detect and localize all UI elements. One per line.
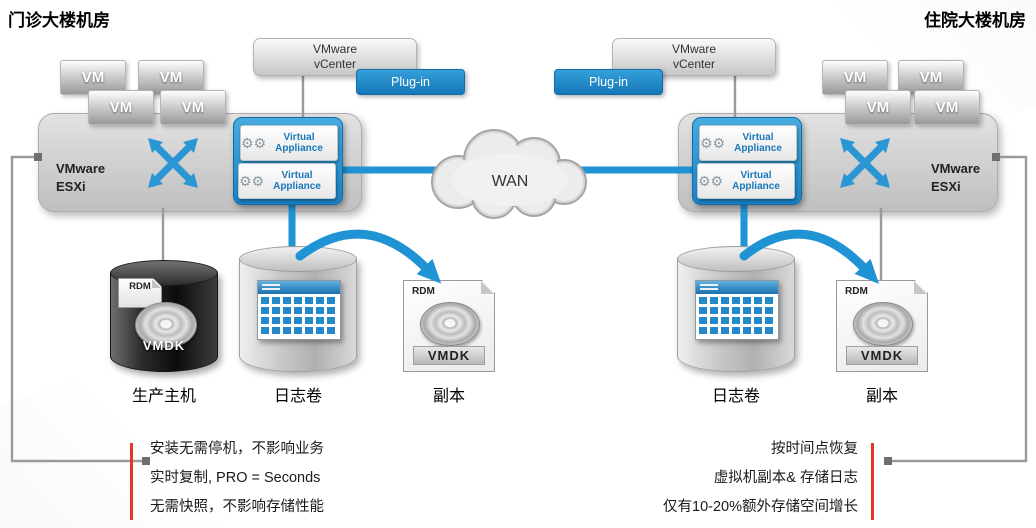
disk-platter-icon <box>420 302 480 346</box>
virtual-appliance-stack-right: ⚙⚙ Virtual Appliance ⚙⚙ Virtual Applianc… <box>692 117 802 205</box>
virtual-appliance-card: ⚙⚙ Virtual Appliance <box>699 125 797 161</box>
replica-left: RDM VMDK <box>403 280 495 372</box>
vm-label: VM <box>843 69 867 86</box>
wan-label: WAN <box>492 173 529 190</box>
note-line: 安装无需停机，不影响业务 <box>150 441 324 457</box>
note-line: 虚拟机副本& 存储日志 <box>713 470 858 486</box>
wan-cloud: WAN <box>416 120 600 220</box>
replica-right: RDM VMDK <box>836 280 928 372</box>
gears-icon: ⚙⚙ <box>241 135 267 151</box>
storage-label-production: 生产主机 <box>131 388 196 405</box>
rdm-label: RDM <box>129 281 151 292</box>
production-host-cylinder: RDM VMDK <box>110 260 218 372</box>
plugin-badge-right: Plug-in <box>554 69 663 95</box>
notes-divider-right <box>871 443 874 520</box>
page-fold-icon <box>152 279 161 288</box>
vm-label: VM <box>109 99 133 116</box>
vcenter-line1: VMware <box>312 42 357 56</box>
note-line: 按时间点恢复 <box>771 441 858 457</box>
log-volume-cylinder-right <box>677 246 795 372</box>
notes-divider-left <box>130 443 133 520</box>
rdm-label: RDM <box>845 286 868 297</box>
site-title-right: 住院大楼机房 <box>924 11 1026 30</box>
virtual-appliance-card: ⚙⚙ Virtual Appliance <box>240 125 338 161</box>
gears-icon: ⚙⚙ <box>700 135 726 151</box>
log-blocks-grid <box>261 297 337 336</box>
vmdk-band: VMDK <box>413 346 485 365</box>
vmdk-label: VMDK <box>427 348 471 363</box>
vm-label: VM <box>919 69 943 86</box>
plugin-badge-left: Plug-in <box>356 69 465 95</box>
page-fold-icon <box>481 281 494 294</box>
site-title-left: 门诊大楼机房 <box>8 11 110 30</box>
window-titlebar <box>258 281 340 294</box>
vm-box: VM <box>845 90 911 125</box>
virtual-appliance-label: Virtual Appliance <box>732 169 780 193</box>
log-volume-cylinder-left <box>239 246 357 372</box>
plugin-label: Plug-in <box>391 75 430 89</box>
vcenter-line2: vCenter <box>313 57 357 71</box>
cylinder-top <box>677 246 795 272</box>
cylinder-top <box>239 246 357 272</box>
replica-page-icon: RDM VMDK <box>403 280 495 372</box>
esxi-label-left: VMware ESXi <box>56 161 106 194</box>
log-blocks-grid <box>699 297 775 336</box>
storage-label-log-right: 日志卷 <box>711 388 760 405</box>
vm-label: VM <box>935 99 959 116</box>
vm-label: VM <box>181 99 205 116</box>
virtual-appliance-label: Virtual Appliance <box>273 169 321 193</box>
replica-page-icon: RDM VMDK <box>836 280 928 372</box>
note-line: 无需快照，不影响存储性能 <box>150 499 324 515</box>
vmdk-label: VMDK <box>142 338 186 353</box>
gears-icon: ⚙⚙ <box>239 173 265 189</box>
vm-box: VM <box>898 60 964 95</box>
vm-box: VM <box>60 60 126 95</box>
disk-platter-icon <box>853 302 913 346</box>
vm-box: VM <box>160 90 226 125</box>
gears-icon: ⚙⚙ <box>698 173 724 189</box>
vmdk-band: VMDK <box>846 346 918 365</box>
plugin-label: Plug-in <box>589 75 628 89</box>
rdm-label: RDM <box>412 286 435 297</box>
note-line: 实时复制, PRO = Seconds <box>150 470 321 486</box>
virtual-appliance-label: Virtual Appliance <box>734 131 782 155</box>
log-blocks-window-icon <box>695 280 779 340</box>
vcenter-line1: VMware <box>671 42 716 56</box>
vmdk-label: VMDK <box>860 348 904 363</box>
switch-icon <box>838 136 892 190</box>
vm-label: VM <box>866 99 890 116</box>
vm-box: VM <box>138 60 204 95</box>
switch-icon <box>146 136 200 190</box>
log-blocks-window-icon <box>257 280 341 340</box>
storage-label-replica-right: 副本 <box>865 388 898 405</box>
notes-right: 按时间点恢复 虚拟机副本& 存储日志 仅有10-20%额外存储空间增长 <box>556 440 858 527</box>
storage-label-replica-left: 副本 <box>432 388 465 405</box>
esxi-label-right: VMware ESXi <box>931 161 981 194</box>
vm-box: VM <box>822 60 888 95</box>
storage-label-log-left: 日志卷 <box>273 388 322 405</box>
vm-box: VM <box>914 90 980 125</box>
virtual-appliance-label: Virtual Appliance <box>275 131 323 155</box>
vm-box: VM <box>88 90 154 125</box>
virtual-appliance-card: ⚙⚙ Virtual Appliance <box>697 163 795 199</box>
virtual-appliance-stack-left: ⚙⚙ Virtual Appliance ⚙⚙ Virtual Applianc… <box>233 117 343 205</box>
virtual-appliance-card: ⚙⚙ Virtual Appliance <box>238 163 336 199</box>
vm-label: VM <box>81 69 105 86</box>
vcenter-line2: vCenter <box>672 57 716 71</box>
vm-label: VM <box>159 69 183 86</box>
notes-left: 安装无需停机，不影响业务 实时复制, PRO = Seconds 无需快照，不影… <box>150 440 324 527</box>
window-titlebar <box>696 281 778 294</box>
note-line: 仅有10-20%额外存储空间增长 <box>663 499 858 515</box>
page-fold-icon <box>914 281 927 294</box>
